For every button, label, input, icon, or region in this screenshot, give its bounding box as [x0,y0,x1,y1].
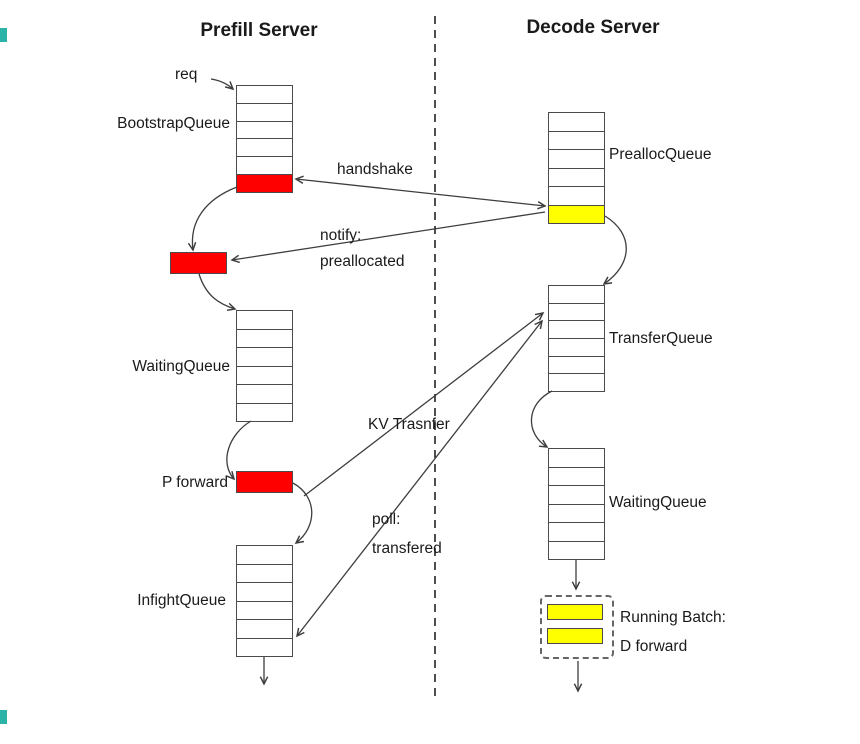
queue-cell [549,355,604,374]
decode-waiting-queue-label: WaitingQueue [609,494,707,511]
req-arrow [210,78,233,89]
queue-cell [549,338,604,356]
queue-cell [549,373,604,391]
running-batch-cell [547,604,603,620]
poll-label-line1: poll: [372,511,401,528]
req-label: req [175,66,198,83]
decode-server-title: Decode Server [526,17,660,38]
decode-waiting-queue [548,448,605,560]
pforward-to-infight-arrow [292,482,313,543]
bootstrap-queue-label: BootstrapQueue [117,115,230,132]
queue-cell [549,522,604,541]
queue-cell [549,302,604,321]
transfer-to-waiting-arrow [530,390,553,447]
queue-cell [549,286,604,303]
notify-label: notify: preallocated [320,223,404,275]
poll-label: poll: transfered [372,505,442,563]
queue-cell [549,186,604,205]
queue-cell [549,204,604,223]
screen-edge-artifact [0,28,7,42]
queue-cell [237,600,292,620]
pending-to-waiting-arrow [198,273,235,309]
queue-cell [549,320,604,338]
queue-cell [237,156,292,174]
queue-cell [549,149,604,168]
queue-cell [237,138,292,156]
prealloc-queue [548,112,605,224]
prefill-server-title: Prefill Server [200,20,318,41]
queue-cell [549,167,604,187]
queue-cell [237,86,292,103]
p-forward-label: P forward [161,474,228,491]
queue-cell [237,120,292,139]
queue-cell [237,384,292,403]
queue-cell [549,503,604,523]
notify-label-line2: preallocated [320,253,405,270]
prefill-waiting-queue-label: WaitingQueue [132,358,230,375]
queue-cell [549,130,604,150]
prefill-waiting-queue [236,310,293,422]
bootstrap-to-pending-arrow [192,186,238,250]
queue-cell [549,466,604,486]
infight-queue-label: InfightQueue [137,592,226,609]
queue-cell [237,402,292,422]
bootstrap-queue [236,85,293,193]
queue-cell [237,546,292,564]
queue-cell [237,102,292,121]
queue-cell [237,347,292,366]
poll-label-line2: transfered [372,540,442,557]
queue-cell [549,449,604,467]
preallocated-request-cell [170,252,227,274]
transfer-queue [548,285,605,392]
p-forward-cell [236,471,293,493]
queue-cell [549,485,604,504]
transfer-queue-label: TransferQueue [609,330,713,347]
handshake-arrow [296,179,545,206]
queue-cell [237,311,292,329]
queue-cell [549,113,604,131]
queue-cell [237,582,292,601]
running-batch-label-line1: Running Batch: [620,609,726,626]
queue-cell [237,637,292,657]
queue-cell [237,563,292,583]
running-batch-cell [547,628,603,644]
infight-queue [236,545,293,657]
queue-cell [549,540,604,560]
running-batch-box [540,595,614,659]
kv-transfer-arrow [303,313,543,497]
kv-transfer-label: KV Trasnfer [368,416,450,433]
handshake-label: handshake [337,161,413,178]
running-batch-label: Running Batch: D forward [620,603,726,661]
queue-cell [237,328,292,348]
prealloc-to-transfer-arrow [604,215,627,284]
screen-edge-artifact [0,710,7,724]
queue-cell [237,174,292,192]
queue-cell [237,619,292,638]
poll-transfered-arrow [297,321,542,636]
running-batch-label-line2: D forward [620,638,688,655]
queue-cell [237,365,292,385]
prealloc-queue-label: PreallocQueue [609,146,712,163]
notify-label-line1: notify: [320,227,362,244]
